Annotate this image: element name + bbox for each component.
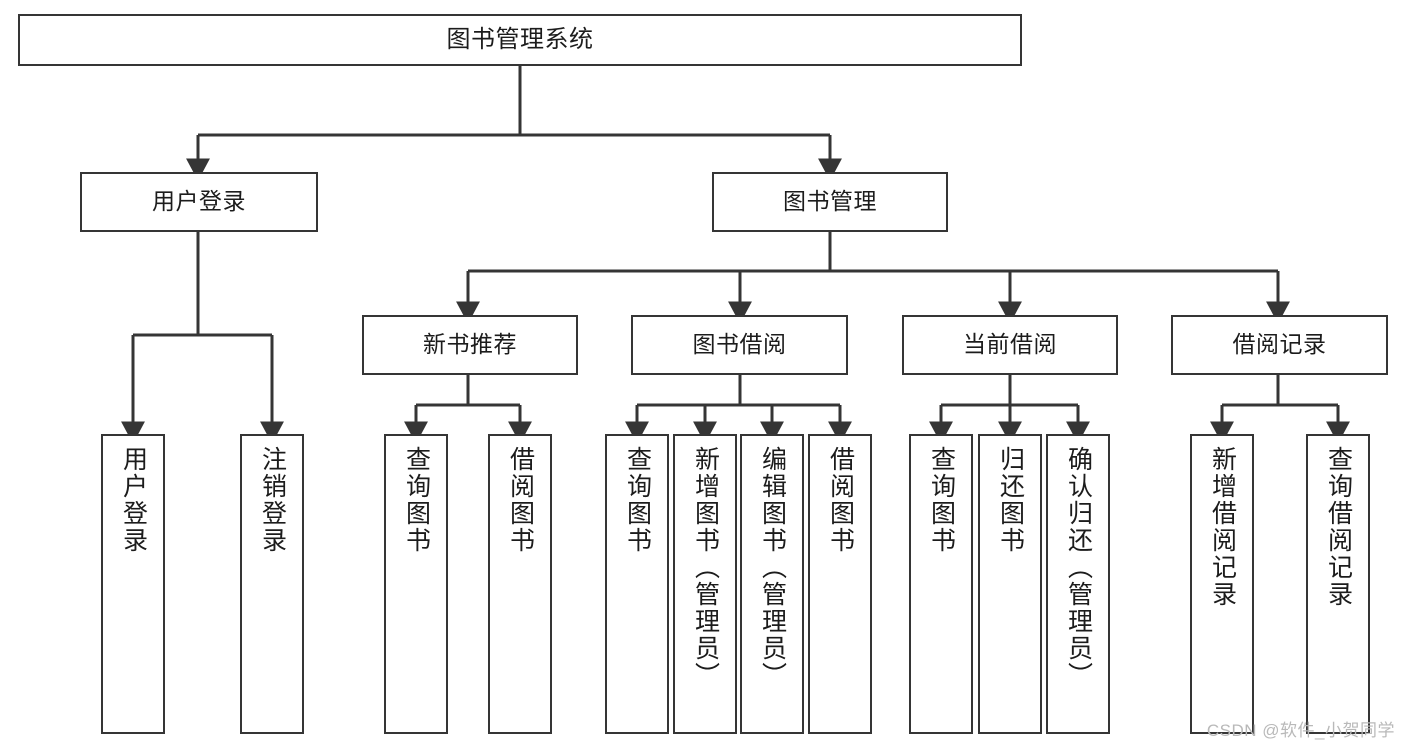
- node-leaf-query-record[interactable]: 查询借阅记录: [1306, 434, 1370, 734]
- node-leaf-query-book-3[interactable]: 查询图书: [909, 434, 973, 734]
- node-leaf-query-book-2-label: 查询图书: [623, 446, 652, 554]
- node-leaf-confirm-return-label: 确认归还（管理员）: [1064, 446, 1093, 689]
- node-book-manage-label: 图书管理: [783, 188, 877, 215]
- node-leaf-query-record-label: 查询借阅记录: [1324, 446, 1353, 608]
- node-root[interactable]: 图书管理系统: [18, 14, 1022, 66]
- node-leaf-borrow-book-2-label: 借阅图书: [826, 446, 855, 554]
- node-leaf-edit-book-label: 编辑图书（管理员）: [758, 446, 787, 689]
- node-leaf-borrow-book-1-label: 借阅图书: [506, 446, 535, 554]
- node-leaf-query-book-3-label: 查询图书: [927, 446, 956, 554]
- node-book-borrow-label: 图书借阅: [692, 331, 787, 358]
- node-leaf-return-book[interactable]: 归还图书: [978, 434, 1042, 734]
- node-borrow-record[interactable]: 借阅记录: [1171, 315, 1388, 375]
- node-leaf-query-book-1-label: 查询图书: [402, 446, 431, 554]
- node-root-label: 图书管理系统: [446, 25, 594, 53]
- node-current-borrow-label: 当前借阅: [963, 331, 1057, 358]
- node-leaf-borrow-book-1[interactable]: 借阅图书: [488, 434, 552, 734]
- node-leaf-return-book-label: 归还图书: [996, 446, 1025, 554]
- node-book-borrow[interactable]: 图书借阅: [631, 315, 848, 375]
- node-user-login-label: 用户登录: [152, 188, 246, 215]
- node-borrow-record-label: 借阅记录: [1232, 331, 1327, 358]
- node-new-book-recommend-label: 新书推荐: [423, 331, 517, 358]
- node-leaf-add-record[interactable]: 新增借阅记录: [1190, 434, 1254, 734]
- node-current-borrow[interactable]: 当前借阅: [902, 315, 1118, 375]
- node-user-login[interactable]: 用户登录: [80, 172, 318, 232]
- node-leaf-query-book-1[interactable]: 查询图书: [384, 434, 448, 734]
- node-leaf-logout-login[interactable]: 注销登录: [240, 434, 304, 734]
- node-new-book-recommend[interactable]: 新书推荐: [362, 315, 578, 375]
- node-leaf-add-record-label: 新增借阅记录: [1208, 446, 1237, 608]
- node-leaf-add-book[interactable]: 新增图书（管理员）: [673, 434, 737, 734]
- node-leaf-add-book-label: 新增图书（管理员）: [691, 446, 720, 689]
- node-leaf-borrow-book-2[interactable]: 借阅图书: [808, 434, 872, 734]
- node-leaf-confirm-return[interactable]: 确认归还（管理员）: [1046, 434, 1110, 734]
- node-leaf-logout-login-label: 注销登录: [258, 446, 287, 554]
- node-leaf-user-login-label: 用户登录: [119, 446, 148, 554]
- node-leaf-query-book-2[interactable]: 查询图书: [605, 434, 669, 734]
- node-book-manage[interactable]: 图书管理: [712, 172, 948, 232]
- node-leaf-user-login[interactable]: 用户登录: [101, 434, 165, 734]
- node-leaf-edit-book[interactable]: 编辑图书（管理员）: [740, 434, 804, 734]
